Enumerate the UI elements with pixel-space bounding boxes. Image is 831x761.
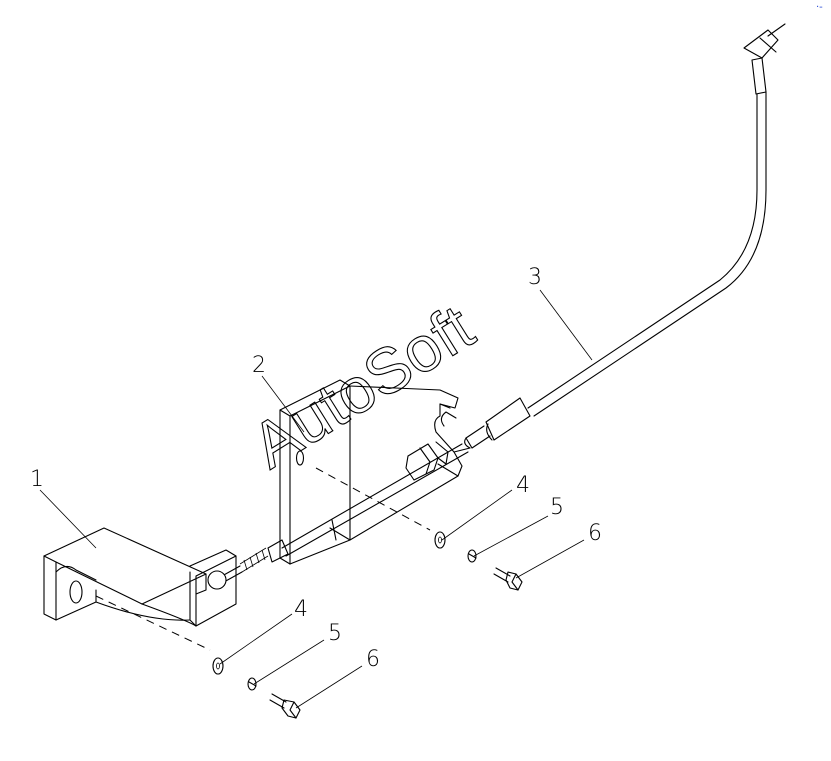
hardware-set-lower xyxy=(212,657,301,719)
callout-3: 3 xyxy=(528,265,542,290)
callout-4-upper: 4 xyxy=(516,473,530,498)
hardware-set-upper xyxy=(434,531,523,591)
callout-5-upper: 5 xyxy=(550,495,564,520)
callout-1: 1 xyxy=(30,467,44,492)
watermark: AutoSoft xyxy=(239,291,486,482)
corner-mark: ·- xyxy=(816,2,823,13)
centerline-bracket-2 xyxy=(315,467,431,531)
bracket-part-2 xyxy=(279,379,471,565)
callout-6-lower: 6 xyxy=(366,647,380,672)
callout-5-lower: 5 xyxy=(328,621,342,646)
callout-6-upper: 6 xyxy=(588,521,602,546)
callout-4-lower: 4 xyxy=(294,597,308,622)
cable-part-3 xyxy=(207,23,786,590)
callout-2: 2 xyxy=(252,353,266,378)
bracket-part-1 xyxy=(43,527,237,627)
leader-lines xyxy=(39,289,593,709)
centerline-bracket-1 xyxy=(95,595,211,651)
